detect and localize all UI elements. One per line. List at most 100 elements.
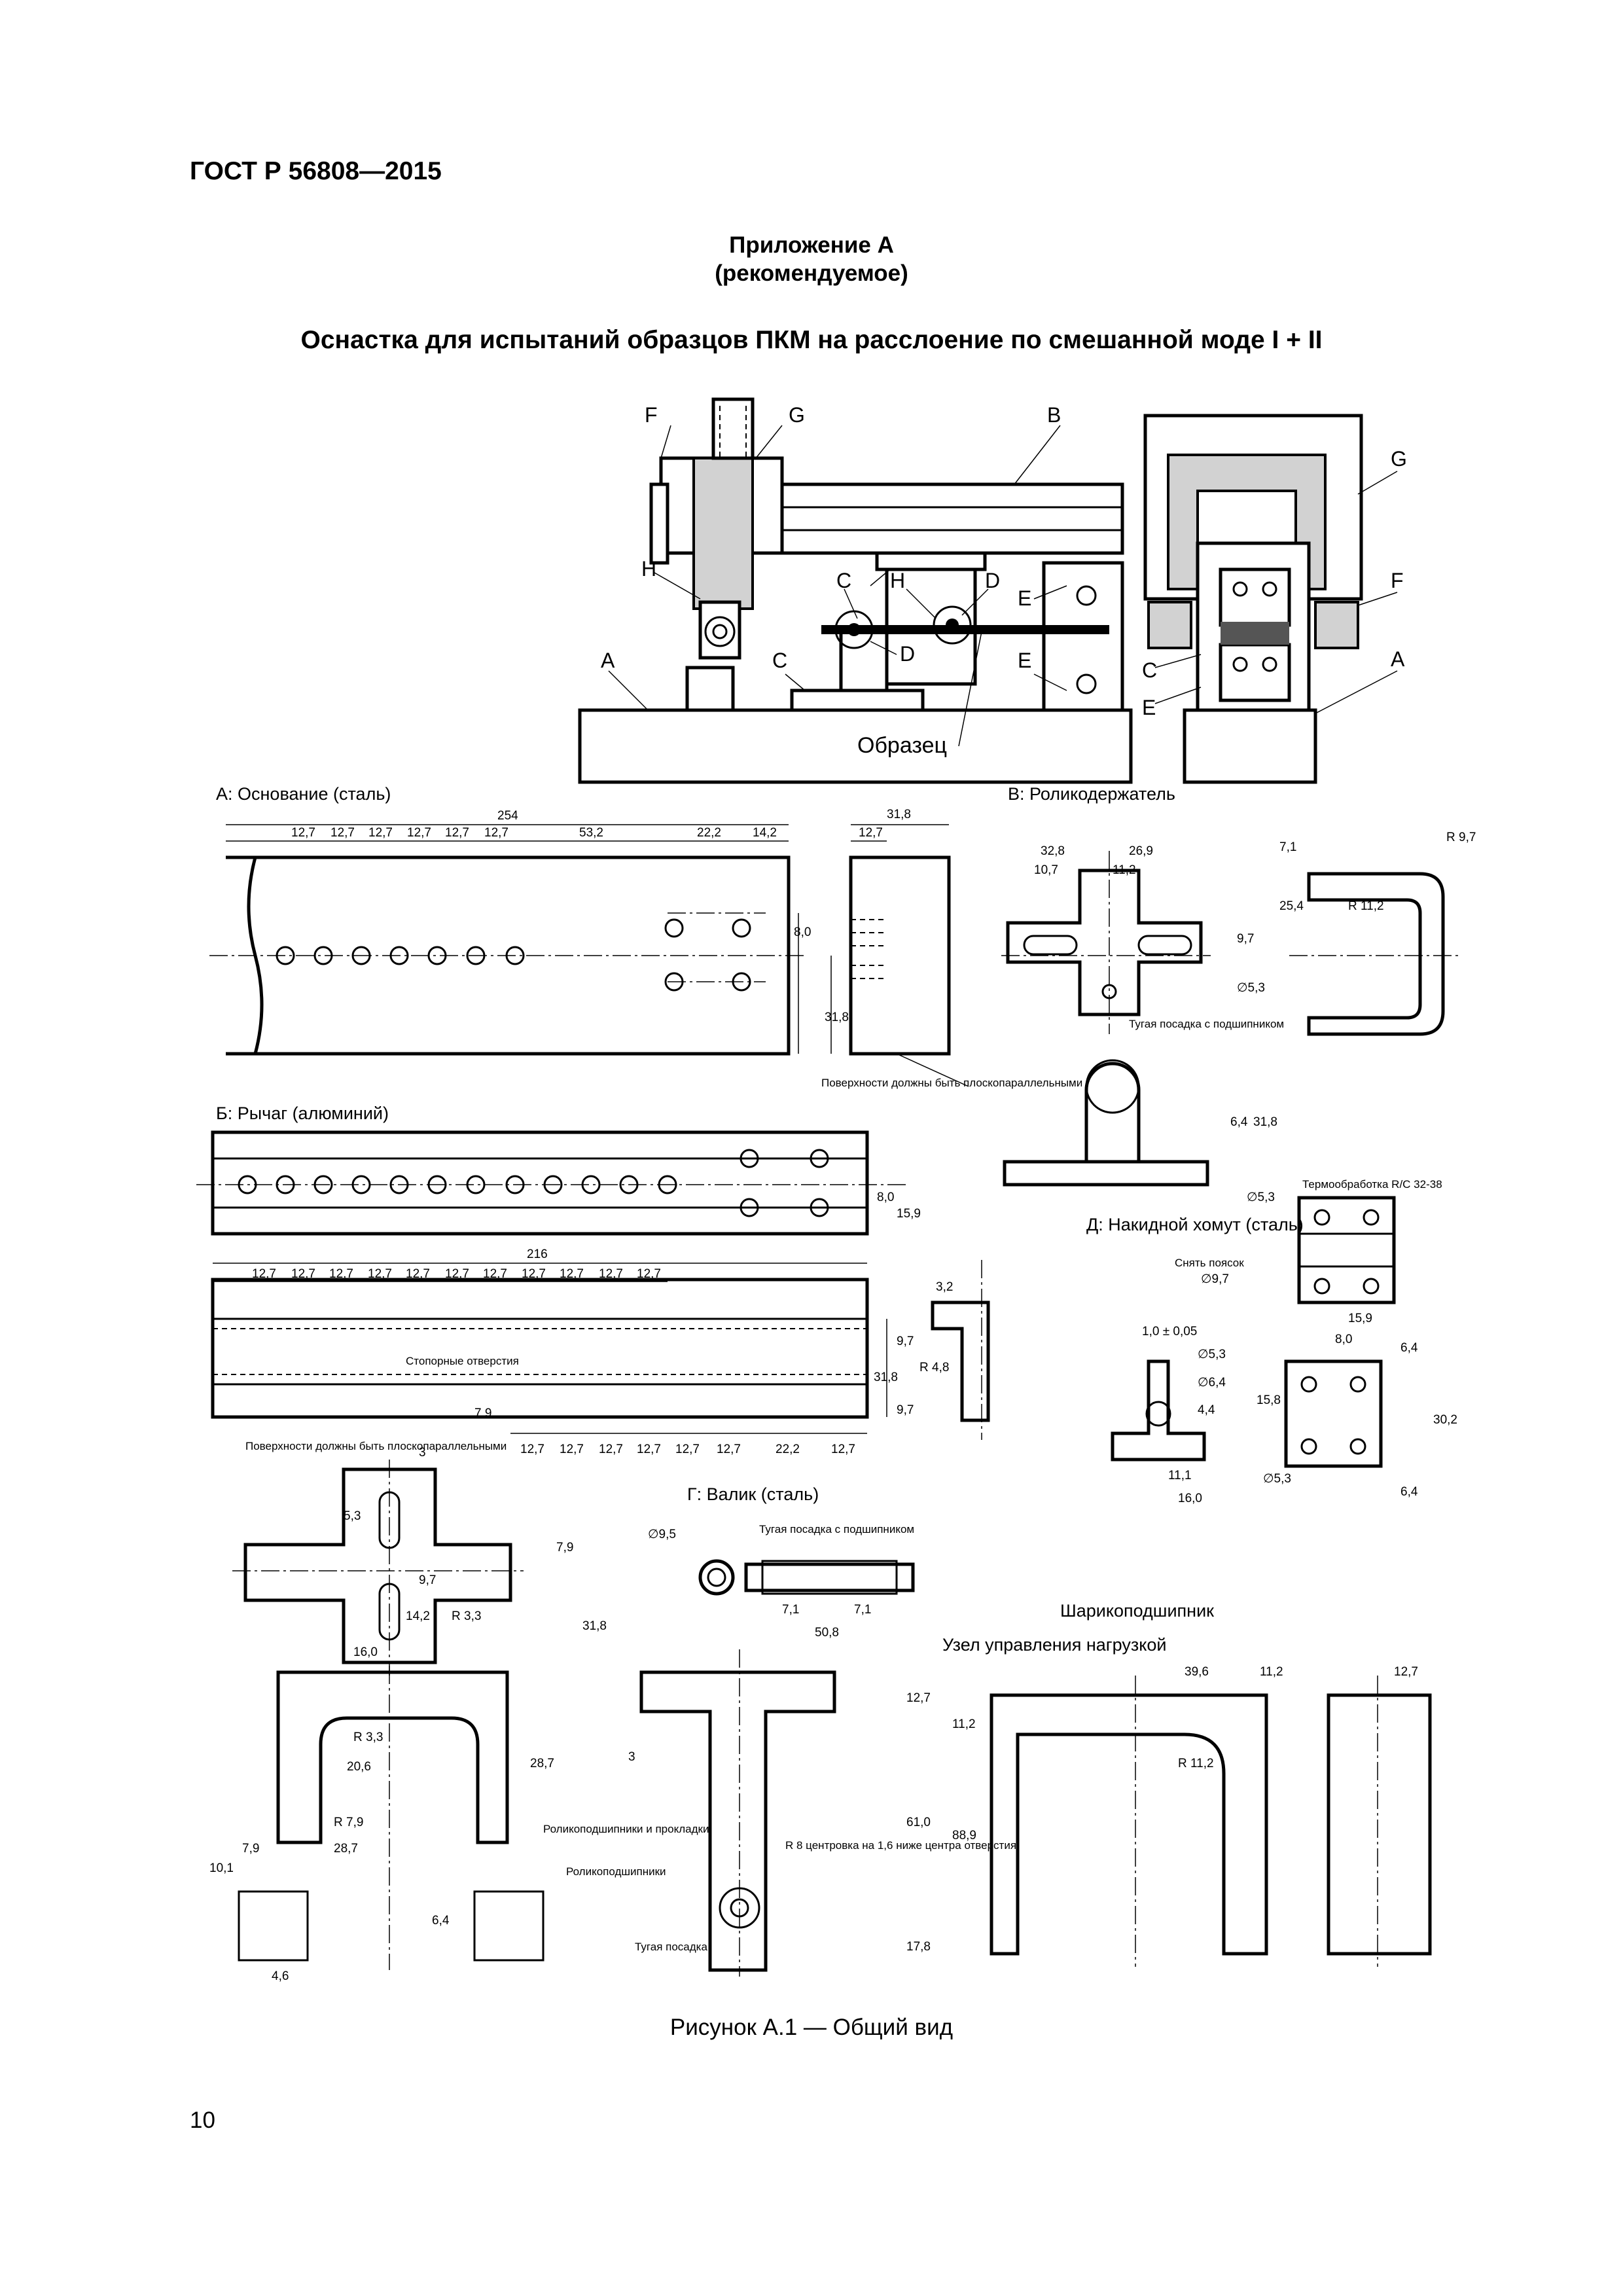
stop-holes-label: Стопорные отверстия [406,1355,519,1367]
svg-text:12,7: 12,7 [483,1267,507,1281]
appendix-status: (рекомендуемое) [715,260,908,286]
svg-text:28,7: 28,7 [530,1757,554,1770]
svg-text:31,8: 31,8 [887,808,911,821]
part-c-lever: 5,3 7,9 9,7 14,2 R 3,3 16,0 31,8 R 3,3 2… [209,1460,709,1983]
figure-caption: Рисунок А.1 — Общий вид [669,2015,954,2040]
svg-text:8,0: 8,0 [1335,1333,1352,1346]
svg-text:R 11,2: R 11,2 [1178,1757,1214,1770]
svg-text:12,7: 12,7 [522,1267,546,1281]
part-d-clamp: Термообработка R/C 32-38 Д: Накидной хом… [1086,1178,1457,1505]
assembly-label-h2: H [890,569,905,592]
svg-text:15,8: 15,8 [1257,1393,1281,1407]
svg-text:12,7: 12,7 [407,826,431,840]
assembly-label-g: G [789,403,805,427]
svg-text:6,4: 6,4 [1400,1485,1418,1499]
part-b-title: В: Роликодержатель [1008,784,1175,804]
svg-text:15,9: 15,9 [897,1207,921,1221]
assembly-label-c: C [836,569,851,592]
load-unit-title: Узел управления нагрузкой [942,1635,1166,1655]
roller-bearings: Роликоподшипники [566,1865,666,1878]
svg-text:26,9: 26,9 [1129,844,1153,858]
svg-text:10,7: 10,7 [1034,863,1058,877]
svg-text:Термообработка R/C 32-38: Термообработка R/C 32-38 [1302,1178,1442,1191]
part-a-base: А: Основание (сталь) 254 12,7 12,7 12,7 … [209,784,1082,1089]
figure-title: Оснастка для испытаний образцов ПКМ на р… [300,326,1323,354]
svg-text:7,1: 7,1 [782,1603,799,1617]
assembly-label-c2: C [772,649,787,672]
assembly-label-d: D [985,569,1000,592]
svg-text:4,4: 4,4 [1198,1403,1215,1417]
svg-text:7,1: 7,1 [854,1603,871,1617]
svg-text:3: 3 [628,1750,635,1764]
svg-text:12,7: 12,7 [445,826,469,840]
svg-text:12,7: 12,7 [368,826,393,840]
svg-text:12,7: 12,7 [637,1267,661,1281]
svg-text:7,9: 7,9 [474,1407,491,1420]
svg-text:∅5,3: ∅5,3 [1237,981,1265,995]
lever-holes [238,1149,829,1217]
svg-text:12,7: 12,7 [329,1267,353,1281]
svg-text:1,0 ± 0,05: 1,0 ± 0,05 [1142,1325,1197,1338]
svg-text:50,8: 50,8 [815,1626,839,1640]
assembly-label-c3: C [1142,658,1157,682]
svg-text:39,6: 39,6 [1185,1665,1209,1679]
svg-text:88,9: 88,9 [952,1829,976,1842]
svg-text:12,7: 12,7 [484,826,508,840]
part-g-roller: Г: Валик (сталь) ∅9,5 7,1 7,1 50,8 Тугая… [566,1484,1016,1977]
part-b-holder: В: Роликодержатель 32,8 26,9 10,7 11,2 7… [1001,784,1476,1204]
svg-text:15,9: 15,9 [1348,1312,1372,1325]
svg-text:14,2: 14,2 [753,826,777,840]
svg-text:12,7: 12,7 [291,1267,315,1281]
svg-text:Снять поясок: Снять поясок [1175,1257,1244,1269]
dim-a-254: 254 [497,809,518,823]
assembly-label-f: F [645,403,658,427]
svg-text:28,7: 28,7 [334,1842,358,1856]
svg-text:12,7: 12,7 [368,1267,392,1281]
load-unit: Шарикоподшипник Узел управления нагрузко… [942,1601,1432,1967]
svg-text:216: 216 [527,1247,548,1261]
svg-text:R 4,8: R 4,8 [919,1361,949,1374]
svg-text:12,7: 12,7 [520,1443,544,1456]
svg-text:12,7: 12,7 [1394,1665,1418,1679]
svg-text:11,2: 11,2 [1260,1665,1283,1679]
part-a-note: Поверхности должны быть плоскопараллельн… [821,1077,1082,1089]
bearings-note: Роликоподшипники и прокладки [543,1823,709,1835]
assembly-label-e2: E [1018,649,1031,672]
assembly-label-d2: D [900,642,915,666]
svg-text:6,4: 6,4 [1230,1115,1248,1129]
assembly-label-a: A [601,649,615,672]
roller-fit-note: Тугая посадка с подшипником [759,1523,914,1535]
assembly-label-a2: A [1391,647,1405,671]
roller-center-note: R 8 центровка на 1,6 ниже центра отверст… [785,1839,1016,1852]
svg-text:14,2: 14,2 [406,1609,430,1623]
assembly-label-g2: G [1391,447,1407,471]
svg-text:∅5,3: ∅5,3 [1263,1472,1291,1486]
svg-text:20,6: 20,6 [347,1760,371,1774]
svg-text:9,7: 9,7 [897,1403,914,1417]
svg-text:7,9: 7,9 [556,1541,573,1554]
part-lever-title: Б: Рычаг (алюминий) [216,1103,389,1123]
svg-text:12,7: 12,7 [599,1443,623,1456]
svg-text:12,7: 12,7 [330,826,355,840]
svg-text:9,7: 9,7 [419,1573,436,1587]
svg-text:12,7: 12,7 [406,1267,430,1281]
svg-text:53,2: 53,2 [579,826,603,840]
svg-text:6,4: 6,4 [432,1914,450,1928]
svg-text:12,7: 12,7 [252,1267,276,1281]
base-block [578,708,1133,784]
assembly-label-e3: E [1142,696,1156,719]
svg-text:7,9: 7,9 [242,1842,259,1856]
svg-text:11,1: 11,1 [1168,1469,1192,1482]
part-b-lever: Б: Рычаг (алюминий) 216 12,7 12,7 12,7 [196,1103,990,1460]
svg-text:16,0: 16,0 [353,1645,378,1659]
svg-text:∅6,4: ∅6,4 [1198,1376,1226,1390]
svg-text:3: 3 [419,1446,426,1460]
svg-text:12,7: 12,7 [717,1443,741,1456]
svg-text:12,7: 12,7 [291,826,315,840]
part-d-title: Д: Накидной хомут (сталь) [1086,1215,1304,1234]
svg-text:4,6: 4,6 [272,1969,289,1983]
assembly-label-b: B [1047,403,1061,427]
svg-text:R 11,2: R 11,2 [1348,899,1384,913]
lever-surface-note: Поверхности должны быть плоскопараллельн… [245,1440,507,1452]
